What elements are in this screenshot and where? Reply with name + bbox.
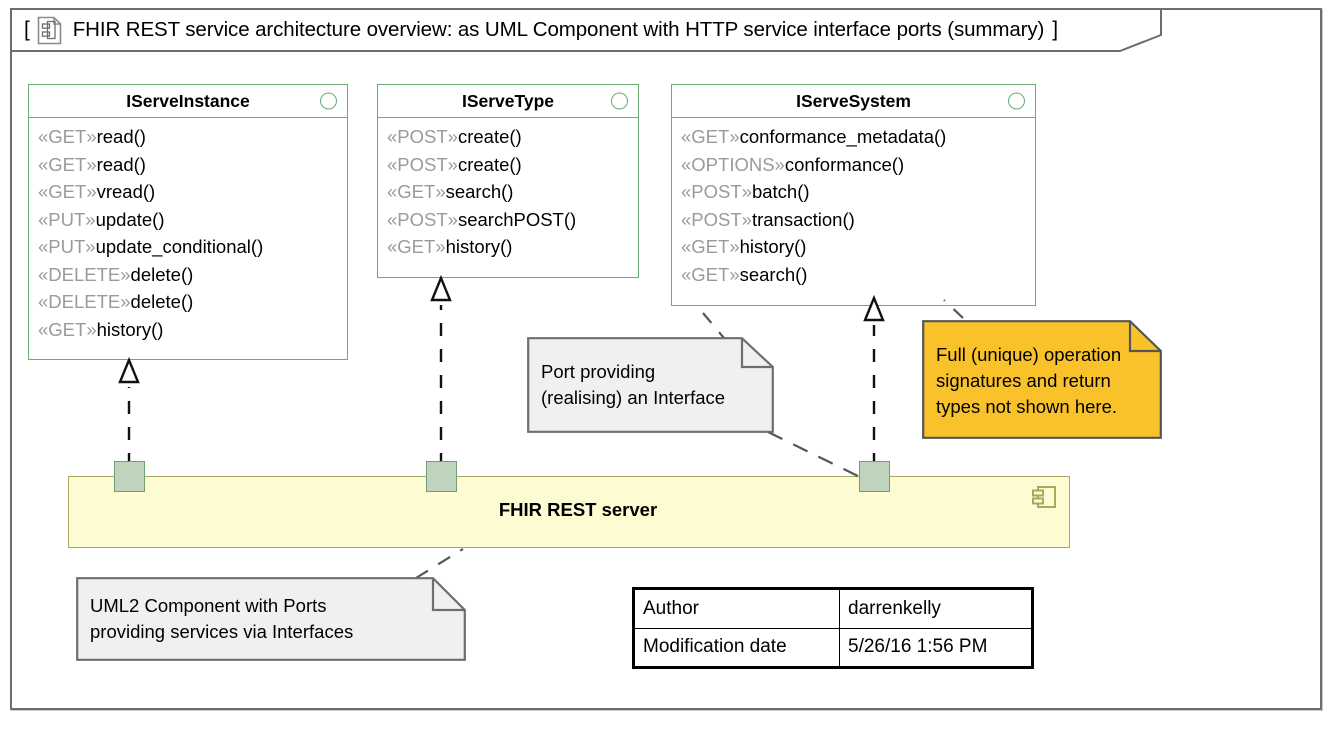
- port-iservetype[interactable]: [426, 461, 457, 492]
- interface-operations: «POST»create() «POST»create() «GET»searc…: [378, 118, 638, 268]
- note-shape: [527, 337, 774, 433]
- operation-name: delete(): [130, 263, 194, 285]
- operation-stereotype: «POST»: [387, 208, 458, 230]
- operation-row: «PUT»update_conditional(): [38, 233, 340, 261]
- operation-row: «GET»search(): [681, 261, 1028, 289]
- operation-name: searchPOST(): [457, 208, 577, 230]
- operation-row: «GET»search(): [387, 178, 631, 206]
- note-shape: [76, 577, 466, 661]
- uml-component-icon: [1031, 485, 1057, 514]
- operation-name: history(): [445, 236, 513, 257]
- operation-stereotype: «OPTIONS»: [681, 153, 785, 175]
- port-iserveinstance[interactable]: [114, 461, 145, 492]
- operation-row: «POST»create(): [387, 151, 631, 179]
- operation-row: «DELETE»delete(): [38, 288, 340, 316]
- operation-row: «POST»create(): [387, 123, 631, 151]
- operation-stereotype: «GET»: [387, 236, 446, 257]
- operation-row: «POST»searchPOST(): [387, 206, 631, 234]
- operation-row: «PUT»update(): [38, 206, 340, 234]
- operation-name: vread(): [96, 181, 156, 202]
- operation-stereotype: «POST»: [387, 126, 458, 147]
- operation-name: read(): [96, 153, 146, 175]
- operation-stereotype: «POST»: [681, 181, 752, 202]
- metadata-table: Author darrenkelly Modification date 5/2…: [632, 587, 1034, 669]
- table-row: Author darrenkelly: [634, 589, 1032, 629]
- operation-row: «POST»transaction(): [681, 206, 1028, 234]
- interface-name: IServeType: [461, 90, 555, 111]
- operation-stereotype: «POST»: [681, 208, 752, 230]
- operation-name: history(): [739, 236, 807, 257]
- operation-row: «GET»history(): [681, 233, 1028, 261]
- operation-stereotype: «GET»: [38, 126, 97, 147]
- component-label: FHIR REST server: [498, 499, 658, 520]
- interface-header: IServeSystem: [672, 85, 1035, 118]
- note-uml2-component[interactable]: UML2 Component with Ports providing serv…: [76, 577, 466, 661]
- interface-iservesystem[interactable]: IServeSystem «GET»conformance_metadata()…: [671, 84, 1036, 306]
- interface-name: IServeInstance: [126, 90, 250, 111]
- title-bracket-close: ]: [1052, 18, 1059, 41]
- metadata-value: darrenkelly: [839, 589, 1032, 629]
- interface-operations: «GET»conformance_metadata() «OPTIONS»con…: [672, 118, 1035, 295]
- interface-lollipop-icon: [611, 92, 628, 110]
- operation-row: «GET»vread(): [38, 178, 340, 206]
- operation-stereotype: «GET»: [681, 263, 740, 285]
- operation-name: history(): [96, 318, 164, 340]
- component-document-icon: [37, 16, 62, 45]
- operation-stereotype: «GET»: [38, 181, 97, 202]
- note-signatures-not-shown[interactable]: Full (unique) operation signatures and r…: [922, 320, 1162, 439]
- operation-stereotype: «DELETE»: [38, 263, 131, 285]
- operation-name: read(): [96, 126, 146, 147]
- operation-row: «GET»read(): [38, 123, 340, 151]
- operation-name: conformance_metadata(): [739, 126, 947, 147]
- metadata-value: 5/26/16 1:56 PM: [839, 627, 1032, 667]
- operation-name: update_conditional(): [95, 236, 264, 257]
- operation-name: conformance(): [784, 153, 905, 175]
- interface-name: IServeSystem: [796, 90, 911, 111]
- operation-stereotype: «DELETE»: [38, 291, 131, 312]
- metadata-key: Author: [634, 589, 840, 629]
- interface-lollipop-icon: [320, 92, 337, 110]
- interface-lollipop-icon: [1008, 92, 1025, 110]
- operation-row: «GET»history(): [387, 233, 631, 261]
- note-shape: [922, 320, 1162, 439]
- operation-name: update(): [95, 208, 165, 230]
- operation-row: «GET»conformance_metadata(): [681, 123, 1028, 151]
- diagram-title: [ FHIR REST service architecture overvie…: [10, 8, 1162, 52]
- operation-name: transaction(): [751, 208, 855, 230]
- operation-name: delete(): [130, 291, 194, 312]
- operation-stereotype: «GET»: [387, 181, 446, 202]
- operation-stereotype: «PUT»: [38, 236, 96, 257]
- interface-iserveinstance[interactable]: IServeInstance «GET»read() «GET»read() «…: [28, 84, 348, 360]
- title-bracket-open: [: [24, 18, 30, 41]
- operation-row: «DELETE»delete(): [38, 261, 340, 289]
- operation-row: «GET»history(): [38, 316, 340, 344]
- interface-header: IServeType: [378, 85, 638, 118]
- operation-name: search(): [739, 263, 808, 285]
- note-port-providing[interactable]: Port providing (realising) an Interface: [527, 337, 774, 433]
- operation-stereotype: «GET»: [681, 126, 740, 147]
- operation-stereotype: «GET»: [38, 318, 97, 340]
- interface-iservetype[interactable]: IServeType «POST»create() «POST»create()…: [377, 84, 639, 278]
- operation-stereotype: «PUT»: [38, 208, 96, 230]
- operation-name: create(): [457, 126, 522, 147]
- operation-row: «POST»batch(): [681, 178, 1028, 206]
- operation-stereotype: «POST»: [387, 153, 458, 175]
- component-fhir-rest-server[interactable]: FHIR REST server: [68, 476, 1070, 548]
- operation-row: «OPTIONS»conformance(): [681, 151, 1028, 179]
- metadata-key: Modification date: [634, 627, 840, 667]
- interface-operations: «GET»read() «GET»read() «GET»vread() «PU…: [29, 118, 347, 350]
- operation-name: create(): [457, 153, 522, 175]
- operation-stereotype: «GET»: [681, 236, 740, 257]
- operation-name: batch(): [751, 181, 810, 202]
- port-iservesystem[interactable]: [859, 461, 890, 492]
- operation-row: «GET»read(): [38, 151, 340, 179]
- interface-header: IServeInstance: [29, 85, 347, 118]
- diagram-title-text: FHIR REST service architecture overview:…: [72, 18, 1045, 41]
- table-row: Modification date 5/26/16 1:56 PM: [634, 627, 1032, 667]
- operation-name: search(): [445, 181, 514, 202]
- operation-stereotype: «GET»: [38, 153, 97, 175]
